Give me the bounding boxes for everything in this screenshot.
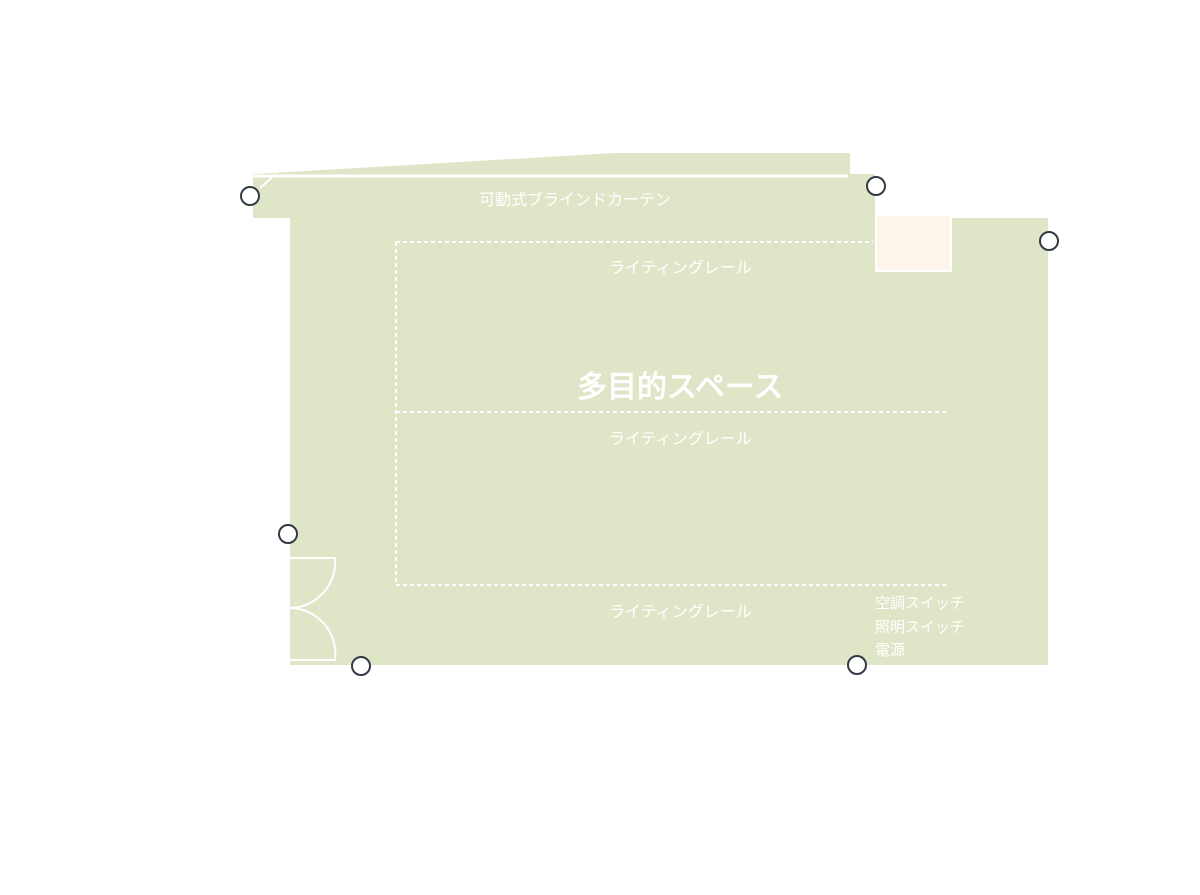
- rail-label-bottom: ライティングレール: [609, 602, 752, 621]
- light-switch-label: 照明スイッチ: [875, 617, 966, 636]
- corner-handle-top-left[interactable]: [240, 186, 260, 206]
- corner-handle-bottom-right[interactable]: [847, 655, 867, 675]
- amenity-list: 空調スイッチ 照明スイッチ 電源: [875, 592, 965, 663]
- pillar: [875, 214, 952, 272]
- room-title: 多目的スペース: [577, 370, 784, 405]
- room-floor: [253, 153, 1048, 665]
- corner-handle-top-notch[interactable]: [866, 176, 886, 196]
- corner-handle-right[interactable]: [1039, 231, 1059, 251]
- rail-label-top: ライティングレール: [609, 258, 752, 277]
- corner-handle-bottom-left[interactable]: [351, 656, 371, 676]
- door-swing-upper: [289, 557, 337, 609]
- aircon-switch-label: 空調スイッチ: [875, 594, 966, 612]
- door-swing-lower: [289, 607, 337, 661]
- curtain-label: 可動式ブラインドカーテン: [479, 190, 672, 209]
- rail-label-middle: ライティングレール: [609, 429, 752, 448]
- curtain-corner-line: [259, 173, 277, 189]
- corner-handle-left-mid[interactable]: [278, 524, 298, 544]
- power-outlet-label: 電源: [875, 641, 906, 659]
